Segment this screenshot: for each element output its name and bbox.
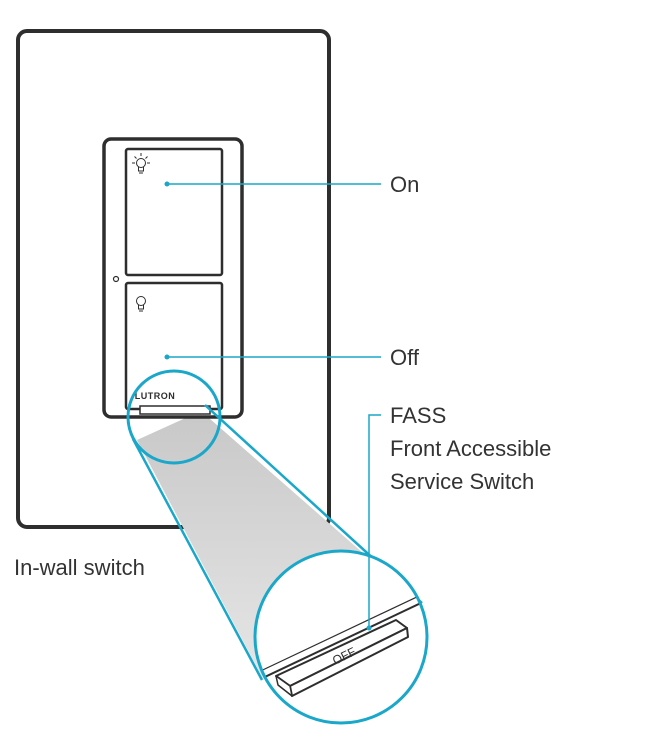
light-off-icon — [136, 296, 146, 312]
magnifier-large-circle — [253, 549, 429, 725]
status-led — [112, 275, 120, 283]
brand-logo: LUTRON — [135, 391, 176, 401]
zoom-detail: OFF — [255, 551, 427, 723]
in-wall-switch-label: In-wall switch — [14, 555, 145, 580]
fass-label-line3: Service Switch — [390, 469, 535, 494]
on-button[interactable] — [124, 147, 224, 277]
light-on-icon — [132, 153, 150, 174]
fass-label-line1: FASS — [390, 403, 447, 428]
fass-switch-detail[interactable]: OFF — [275, 619, 409, 697]
fass-callout-line — [368, 414, 381, 628]
zoom-line-left — [131, 438, 264, 681]
fass-slot — [139, 405, 211, 415]
off-label: Off — [390, 345, 419, 370]
fass-label-line2: Front Accessible — [390, 436, 552, 461]
on-label: On — [390, 172, 420, 197]
fass-callout-dot — [366, 625, 372, 631]
